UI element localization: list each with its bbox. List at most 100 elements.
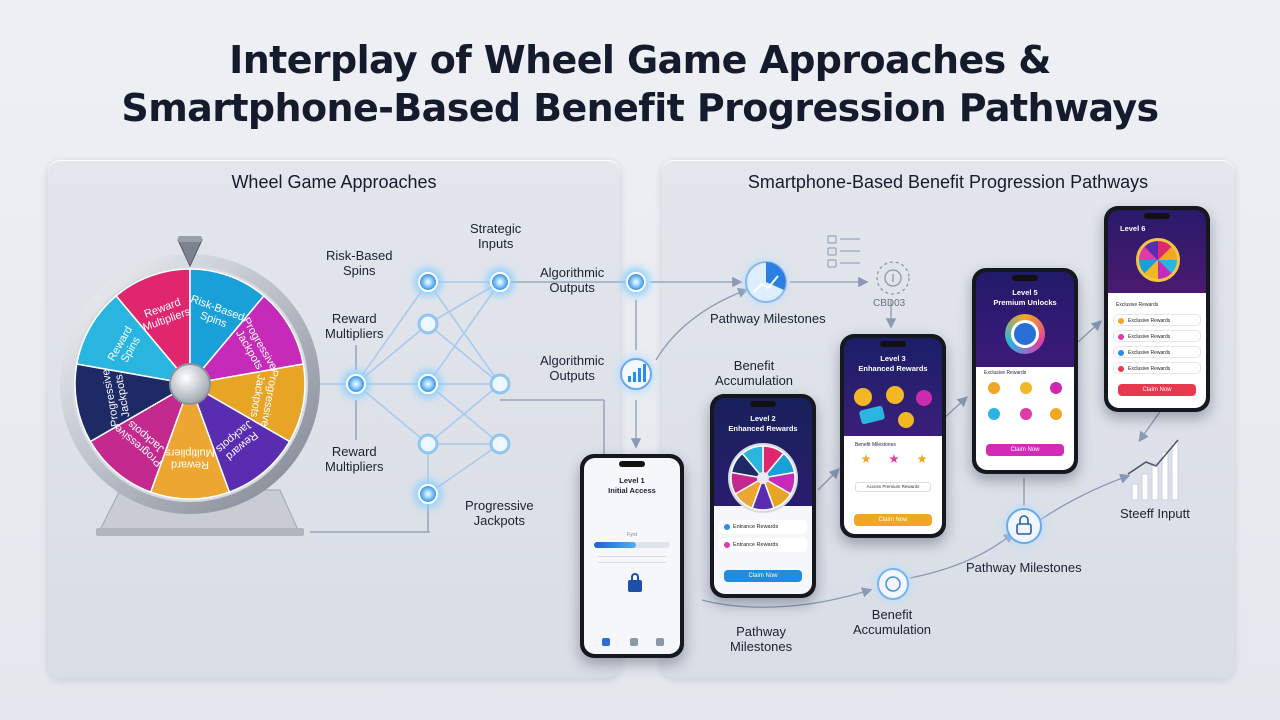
phone5-reward-row[interactable]: Exclusive Rewards: [1113, 362, 1201, 374]
wheel-segment: [74, 363, 193, 443]
lock-milestone-node: [1004, 506, 1044, 546]
phone5-reward-row-label: Exclusive Rewards: [1128, 366, 1171, 372]
star-icon: [861, 454, 871, 464]
phone2-row-1[interactable]: Entrance Rewards: [719, 520, 807, 534]
main-title-line-2: Smartphone-Based Benefit Progression Pat…: [121, 86, 1159, 130]
wheel-segment: [187, 363, 306, 443]
phone3-row[interactable]: Access Premium Rewards: [855, 482, 931, 492]
home-tab-icon[interactable]: [602, 638, 610, 646]
label-steef-input: Steeff Inputt: [1120, 506, 1190, 521]
phone5-card-title: Exclusive Rewards: [1116, 302, 1159, 308]
network-nodes: [342, 268, 650, 508]
left-panel-heading: Wheel Game Approaches: [231, 172, 437, 192]
coin-icon: [898, 412, 914, 428]
profile-tab-icon[interactable]: [656, 638, 664, 646]
phone3-level: Level 3: [880, 354, 906, 363]
right-panel-heading: Smartphone-Based Benefit Progression Pat…: [747, 172, 1149, 192]
phone3-subtitle: Enhanced Rewards: [858, 364, 928, 373]
pathway-milestone-chart-icon: [744, 260, 788, 304]
phone2-row-2[interactable]: Entrance Rewards: [719, 538, 807, 552]
phone2-level: Level 2: [750, 414, 776, 423]
reward-dot-icon: [1118, 334, 1124, 340]
reward-icon: [1050, 408, 1062, 420]
wheel-segment: [188, 382, 291, 494]
phone1-level: Level 1: [619, 476, 645, 485]
phone5-reward-row-label: Exclusive Rewards: [1128, 350, 1171, 356]
reward-icon: [1020, 382, 1032, 394]
phone-level-6[interactable]: Level 6 Exclusive Rewards Exclusive Rewa…: [1104, 206, 1210, 412]
wheel-segment: [189, 268, 265, 387]
reward-dot-icon: [1118, 318, 1124, 324]
phone-level-5[interactable]: Level 5 Premium Unlocks Exclusive Reward…: [972, 268, 1078, 474]
lock-icon: [628, 580, 642, 592]
phone5-reward-row[interactable]: Exclusive Rewards: [1113, 330, 1201, 342]
phone5-reward-row-label: Exclusive Rewards: [1128, 334, 1171, 340]
phone-level-3[interactable]: Level 3 Enhanced Rewards Benefit Milesto…: [840, 334, 946, 538]
phone1-progress-track: [594, 542, 670, 548]
reward-icon: [1050, 382, 1062, 394]
phone1-subtitle: Initial Access: [608, 486, 656, 495]
phone4-level: Level 5: [1012, 288, 1038, 297]
label-cbd: CBD03: [873, 298, 906, 309]
phone5-claim-button[interactable]: Claim Now: [1118, 384, 1196, 396]
phone5-reward-row-label: Exclusive Rewards: [1128, 318, 1171, 324]
phone4-card-title: Exclusive Rewards: [984, 370, 1027, 376]
reward-icon: [988, 382, 1000, 394]
phone-level-2[interactable]: Level 2 Enhanced Rewards Entrance Reward…: [710, 394, 816, 598]
phone4-claim-button[interactable]: Claim Now: [986, 444, 1064, 456]
phone5-reward-row[interactable]: Exclusive Rewards: [1113, 314, 1201, 326]
target-icon: [876, 261, 910, 295]
phone5-level: Level 6: [1120, 224, 1146, 233]
star-icon: [917, 454, 927, 464]
mini-wheel-segment: [741, 445, 764, 481]
label-pathway-milestones-top: Pathway Milestones: [710, 311, 826, 326]
main-title: Interplay of Wheel Game Approaches & Sma…: [0, 36, 1280, 132]
gem-icon: [916, 390, 932, 406]
phone-level-1[interactable]: Level 1 Initial Access Fyrd: [580, 454, 684, 658]
phone1-progress-fill: [594, 542, 636, 548]
phone1-progress-label: Fyrd: [627, 532, 637, 538]
wheel-segment-label: RewardMultipliers: [165, 446, 215, 470]
main-title-line-1: Interplay of Wheel Game Approaches &: [229, 38, 1051, 82]
wheel-segment: [89, 382, 192, 494]
label-pathway-milestones-mid: Pathway Milestones: [966, 560, 1082, 575]
phone2-subtitle: Enhanced Rewards: [728, 424, 798, 433]
reward-dot-icon: [1118, 366, 1124, 372]
phone5-reward-row[interactable]: Exclusive Rewards: [1113, 346, 1201, 358]
wheel-segment: [115, 268, 191, 387]
algorithmic-chart-node: [618, 356, 654, 392]
ticket-icon: [858, 405, 886, 425]
phone3-milestone-card: Benefit Milestones Access Premium Reward…: [849, 438, 937, 502]
phone4-subtitle: Premium Unlocks: [993, 298, 1057, 307]
phone3-claim-button[interactable]: Claim Now: [854, 514, 932, 526]
phone2-claim-button[interactable]: Claim Now: [724, 570, 802, 582]
checklist-icon: [827, 235, 860, 268]
star-icon: [889, 454, 899, 464]
wheel-segment: [149, 381, 231, 500]
wheel-segment: [75, 294, 192, 386]
reward-dot-icon: [1118, 350, 1124, 356]
benefit-accumulation-node: [875, 566, 911, 602]
premium-ring-icon: [1005, 314, 1045, 354]
wheel-segment: [188, 294, 305, 386]
rewards-tab-icon[interactable]: [630, 638, 638, 646]
reward-icon: [988, 408, 1000, 420]
phone5-wheel-icon: [1136, 238, 1180, 282]
phone2-mini-wheel: [728, 443, 798, 513]
phone3-card-title: Benefit Milestones: [855, 442, 896, 448]
reward-icon: [1020, 408, 1032, 420]
coin-icon: [886, 386, 904, 404]
coin-icon: [854, 388, 872, 406]
